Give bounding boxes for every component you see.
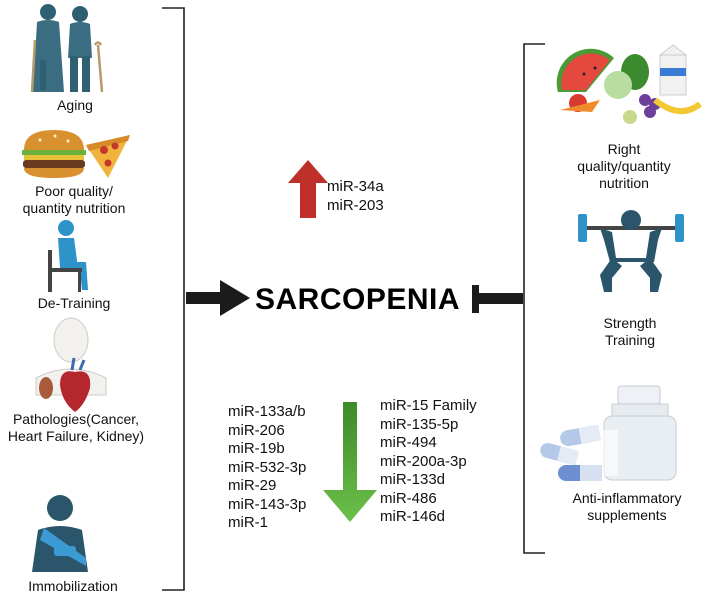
mirna-up: miR-203 xyxy=(327,196,384,214)
mirna-down: miR-494 xyxy=(380,434,437,451)
mirna-down: miR-206 xyxy=(228,421,285,439)
mirna-down: miR-133a/b xyxy=(228,403,306,420)
sarcopenia-title: SARCOPENIA xyxy=(255,283,461,316)
upregulated-list: miR-34a miR-203 xyxy=(327,178,384,215)
risk-label-aging: Aging xyxy=(57,97,93,113)
mirna-down: miR-146d xyxy=(380,508,446,525)
mirna-down: miR-29 xyxy=(228,477,277,494)
mirna-up: miR-34a xyxy=(327,178,384,195)
risk-label-immobilization: Immobilization xyxy=(28,578,118,594)
risk-label-pathologies: Pathologies(Cancer, Heart Failure, Kidne… xyxy=(7,411,145,444)
countermeasure-label-supplements: Anti-inflammatory supplements xyxy=(572,490,682,523)
mirna-down: miR-200a-3p xyxy=(380,452,467,470)
mirna-down: miR-135-5p xyxy=(380,415,459,433)
mirna-down: miR-486 xyxy=(380,489,437,507)
downregulated-left-list: miR-133a/b miR-206 miR-19b miR-532-3p mi… xyxy=(228,403,306,533)
risk-label-nutrition: Poor quality/ quantity nutrition xyxy=(22,183,126,216)
mirna-down: miR-133d xyxy=(380,471,446,488)
mirna-down: miR-15 Family xyxy=(380,397,477,414)
mirna-down: miR-19b xyxy=(228,440,285,457)
downregulated-right-list: miR-15 Family miR-135-5p miR-494 miR-200… xyxy=(380,397,477,527)
risk-label-detraining: De-Training xyxy=(37,295,111,311)
mirna-down: miR-1 xyxy=(228,514,268,531)
countermeasure-label-nutrition: Right quality/quantity nutrition xyxy=(577,141,671,191)
countermeasure-label-strength: Strength Training xyxy=(603,315,657,348)
mirna-down: miR-143-3p xyxy=(228,495,307,513)
mirna-down: miR-532-3p xyxy=(228,458,307,476)
